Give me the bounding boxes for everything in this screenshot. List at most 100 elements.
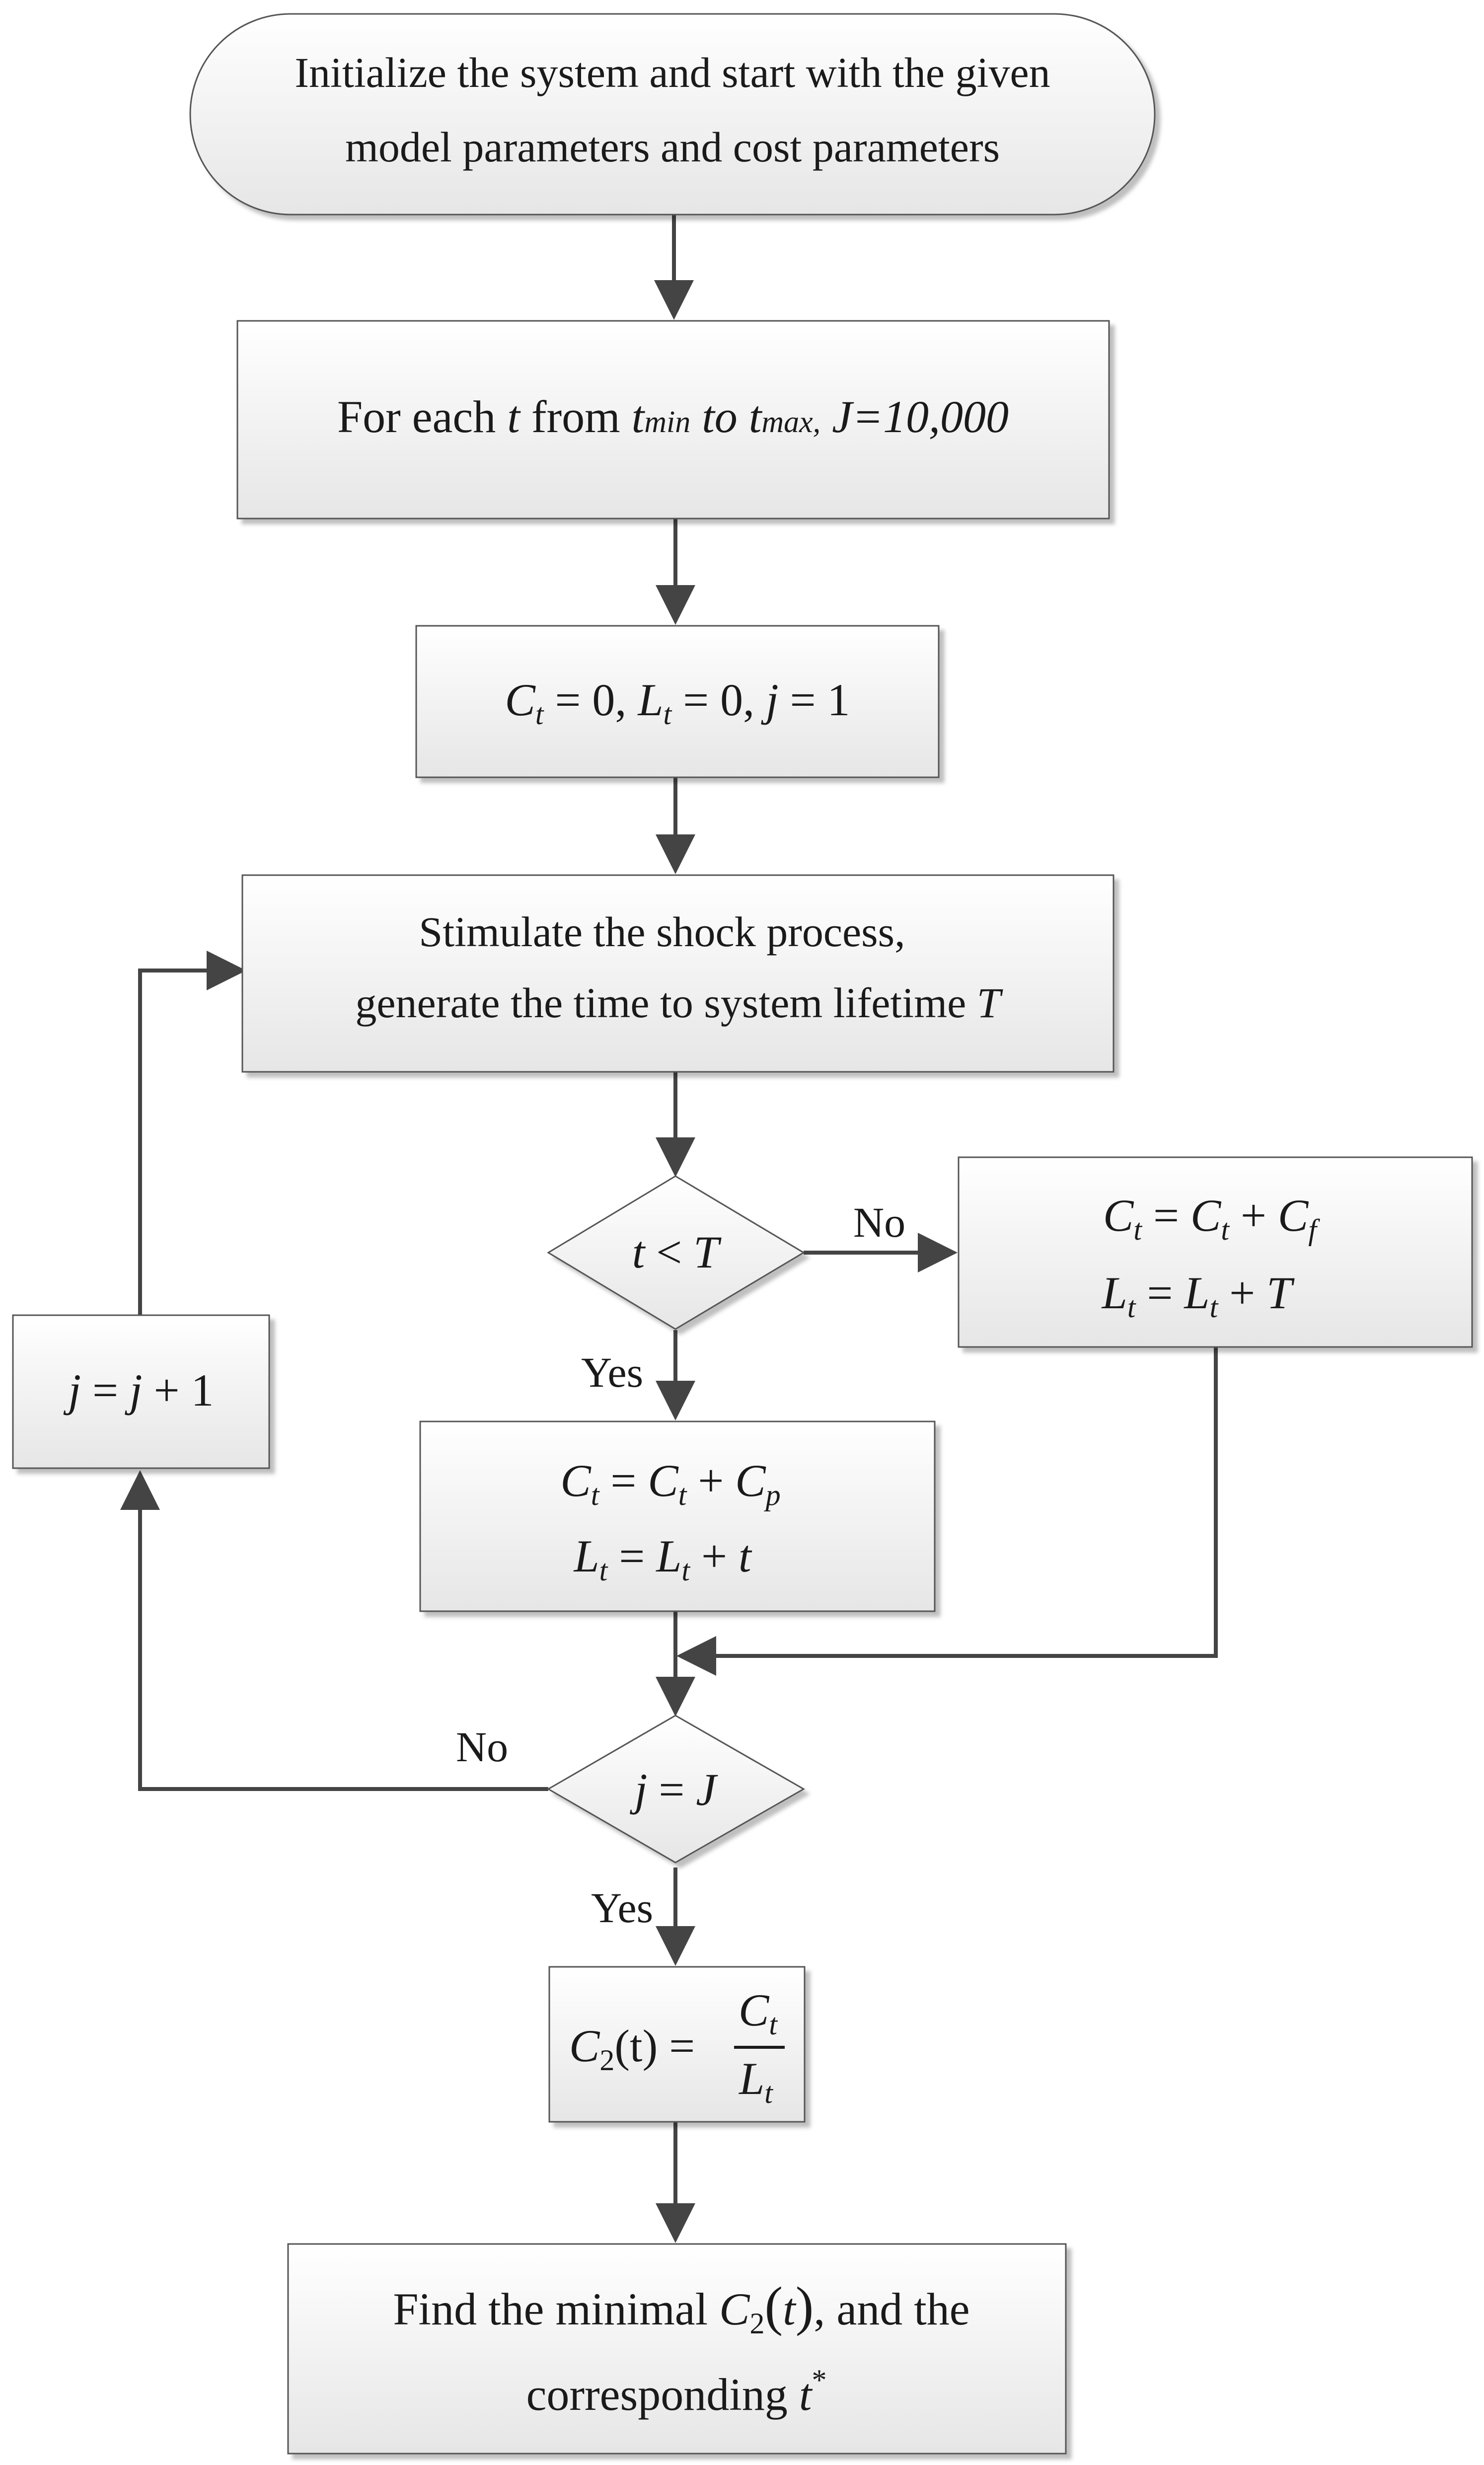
loop-from: from <box>520 391 632 442</box>
fail-C2: C <box>1190 1190 1222 1241</box>
init-L-sub: t <box>664 698 672 731</box>
init-C: C <box>505 674 536 725</box>
simulate-line1: Stimulate the shock process, <box>419 908 905 956</box>
prev-C: C <box>560 1455 592 1506</box>
fail-L2: L <box>1183 1268 1209 1318</box>
fail-T: T <box>1266 1268 1295 1318</box>
decision-lt: < <box>645 1227 693 1277</box>
svg-text:Ct = 0, Lt = 0, j = 1: Ct = 0, Lt = 0, j = 1 <box>505 674 850 731</box>
fail-L2-sub: t <box>1210 1291 1219 1324</box>
svg-text:Ct = Ct + Cf: Ct = Ct + Cf <box>1103 1190 1320 1246</box>
cost-C-sub: 2 <box>599 2044 614 2077</box>
fail-plus: + <box>1229 1190 1278 1241</box>
result-C: C <box>719 2284 750 2334</box>
result-C-sub: 2 <box>750 2307 765 2340</box>
start-line1: Initialize the system and start with the… <box>295 49 1050 96</box>
node-result: Find the minimal C2(t), and the correspo… <box>287 2243 1067 2455</box>
decision-T: T <box>693 1227 722 1277</box>
svg-text:j = j + 1: j = j + 1 <box>64 1365 214 1416</box>
cost-num-sub: t <box>769 2008 778 2041</box>
fail-C2-sub: t <box>1221 1213 1230 1246</box>
fail-C3: C <box>1278 1190 1309 1241</box>
prev-C2: C <box>648 1455 679 1506</box>
svg-text:Lt: Lt <box>738 2053 773 2109</box>
node-decision-t-lt-T: t < T <box>547 1175 805 1330</box>
svg-text:Ct = Ct + Cp: Ct = Ct + Cp <box>560 1455 780 1511</box>
prev-C2-sub: t <box>678 1479 687 1511</box>
loop-J: J=10,000 <box>820 391 1009 442</box>
svg-text:Stimulate the shock process,: Stimulate the shock process, <box>419 908 905 956</box>
prev-L2: L <box>655 1531 681 1581</box>
svg-text:j = J: j = J <box>630 1764 718 1815</box>
init-eq1: = 1 <box>779 674 850 725</box>
svg-text:corresponding t*: corresponding t* <box>526 2364 827 2420</box>
svg-text:Ct: Ct <box>739 1985 778 2041</box>
fail-eq: = <box>1142 1190 1190 1241</box>
svg-text:Lt = Lt + t: Lt = Lt + t <box>573 1531 752 1587</box>
svg-text:Initialize the system and star: Initialize the system and start with the… <box>295 49 1050 96</box>
simulate-line2: generate the time to system lifetime <box>355 979 976 1027</box>
cost-den-sub: t <box>764 2077 773 2109</box>
loop-to: to <box>690 391 749 442</box>
prev-C3: C <box>735 1455 766 1506</box>
result-t-sup: * <box>812 2364 826 2396</box>
svg-text:Lt = Lt + T: Lt = Lt + T <box>1101 1268 1295 1324</box>
label-jJ-no: No <box>456 1723 508 1771</box>
node-loop-t: For each t from tmin to tmax, J=10,000 <box>236 320 1110 520</box>
fail-C-sub: t <box>1133 1213 1142 1246</box>
prev-L-sub: t <box>599 1554 608 1587</box>
result-suffix: , and the <box>814 2284 969 2334</box>
loop-tmin-base: t <box>632 391 646 442</box>
loop-tmax-base: t <box>749 391 763 442</box>
svg-text:generate the time to system li: generate the time to system lifetime T <box>355 979 1003 1027</box>
label-jJ-yes: Yes <box>591 1884 653 1932</box>
decisionJ-eq: = <box>647 1764 696 1815</box>
connectors <box>120 215 1218 2243</box>
prev-t: t <box>739 1531 752 1581</box>
fail-L-plus: + <box>1218 1268 1266 1318</box>
prev-L: L <box>573 1531 599 1581</box>
node-decision-j-eq-J: j = J <box>547 1715 806 1864</box>
fail-L-sub: t <box>1127 1291 1136 1324</box>
edge-labels: No Yes No Yes <box>456 1198 905 1932</box>
inc-eq: = <box>81 1365 130 1416</box>
cost-C: C <box>569 2020 600 2071</box>
svg-text:t < T: t < T <box>632 1227 722 1277</box>
label-tT-yes: Yes <box>581 1348 643 1396</box>
result-prefix: Find the minimal <box>393 2284 719 2334</box>
edge-decisionJ-no <box>120 1470 548 1791</box>
prev-L-eq: = <box>607 1531 656 1581</box>
edge-fail-merge <box>676 1347 1218 1676</box>
loop-prefix: For each <box>337 391 507 442</box>
loop-var: t <box>507 391 521 442</box>
cost-num-C: C <box>739 1985 770 2035</box>
fail-L: L <box>1101 1268 1127 1318</box>
simulate-var-T: T <box>977 979 1003 1027</box>
svg-text:C2(t) =: C2(t) = <box>569 2020 695 2077</box>
result-line2: corresponding <box>526 2369 799 2420</box>
node-start: Initialize the system and start with the… <box>189 13 1156 216</box>
init-C-sub: t <box>535 698 544 731</box>
result-paren-open: ( <box>765 2276 783 2336</box>
fail-C: C <box>1103 1190 1134 1241</box>
label-tT-no: No <box>853 1198 905 1246</box>
result-paren-close: ) <box>796 2276 814 2336</box>
init-eq0: = 0, <box>543 674 638 725</box>
svg-text:Find the minimal C2(t), and th: Find the minimal C2(t), and the <box>393 2276 969 2340</box>
prev-plus: + <box>686 1455 735 1506</box>
node-init: Ct = 0, Lt = 0, j = 1 <box>415 625 940 778</box>
inc-plus: + 1 <box>143 1365 214 1416</box>
prev-eq: = <box>599 1455 648 1506</box>
svg-text:model parameters and cost para: model parameters and cost parameters <box>345 123 1000 171</box>
init-L: L <box>637 674 663 725</box>
init-eq0b: = 0, <box>671 674 766 725</box>
decisionJ-J: J <box>696 1764 718 1815</box>
loop-tmax-sub: max, <box>761 405 820 439</box>
svg-text:For each t from tmin to tmax,: For each t from tmin to tmax, J=10,000 <box>337 391 1009 442</box>
start-line2: model parameters and cost parameters <box>345 123 1000 171</box>
cost-arg: (t) = <box>614 2020 695 2071</box>
result-arg: t <box>783 2284 797 2334</box>
node-simulate: Stimulate the shock process, generate th… <box>241 874 1114 1073</box>
node-cost-rate: C2(t) = Ct Lt <box>548 1966 806 2123</box>
